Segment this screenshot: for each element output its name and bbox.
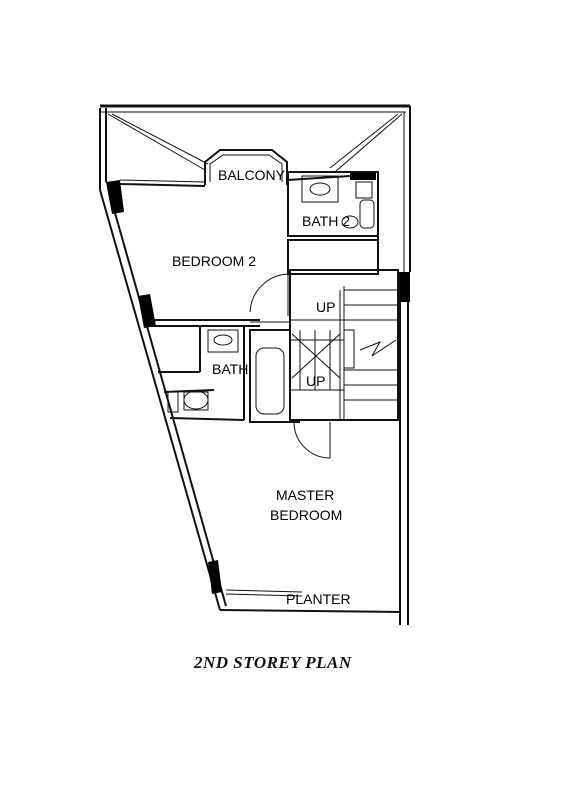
balcony <box>119 149 351 187</box>
wardrobe <box>287 239 379 275</box>
room-label-balcony: BALCONY <box>218 167 286 183</box>
room-label-planter: PLANTER <box>286 591 351 607</box>
interior-partitions <box>150 273 291 423</box>
outer-walls <box>99 104 411 625</box>
master-door <box>290 419 400 459</box>
plan-caption: 2ND STOREY PLAN <box>193 653 352 672</box>
room-label-bedroom-2: BEDROOM 2 <box>172 253 256 269</box>
room-label-bath: BATH <box>212 361 248 377</box>
roof-ridges <box>107 113 403 173</box>
staircase <box>289 269 399 421</box>
room-label-master-line2: BEDROOM <box>270 507 342 523</box>
room-label-bath-2: BATH 2 <box>302 213 350 229</box>
room-label-master-line1: MASTER <box>276 487 334 503</box>
room-label-up-lower: UP <box>306 373 325 389</box>
room-label-up-upper: UP <box>316 299 335 315</box>
